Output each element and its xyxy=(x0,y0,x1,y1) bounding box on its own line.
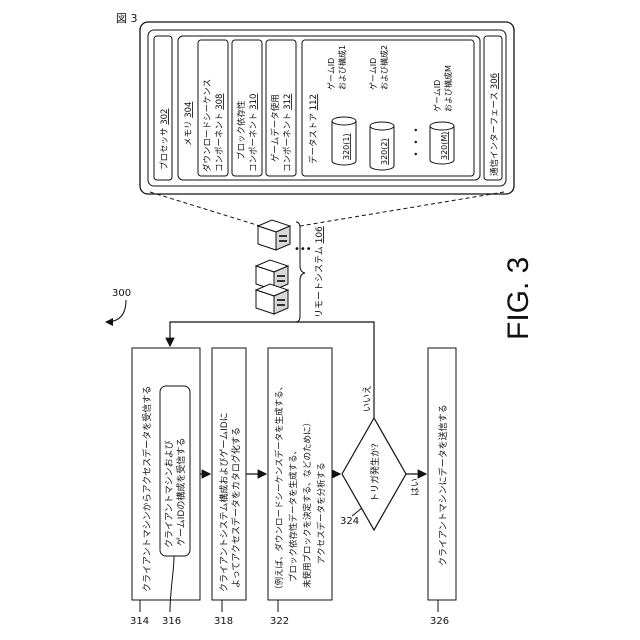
server-icon-3 xyxy=(256,284,288,314)
processor-label: プロセッサ 302 xyxy=(160,109,170,170)
no-branch-label: いいえ xyxy=(362,385,373,412)
callout-dashed-line-left xyxy=(150,192,260,226)
decision-324-leader xyxy=(352,508,362,516)
communication-interface-label: 通信インターフェース 306 xyxy=(489,73,500,176)
step-316-line2: ゲームIDの構成を受信する xyxy=(175,438,187,546)
memory-label: メモリ 304 xyxy=(184,102,194,146)
step-326-text: クライアントマシンにデータを送信する xyxy=(437,404,449,566)
game1-line1: ゲームID xyxy=(326,58,336,90)
game2-id: 320(2) xyxy=(380,138,389,165)
step-318-line1: クライアントシステム構成およびゲームIDに xyxy=(218,412,230,592)
remote-system-outer-box xyxy=(140,22,514,194)
step-314-ref: 314 xyxy=(130,616,149,627)
step-322-line3: 未使用ブロックを決定する、などのために） xyxy=(302,418,313,588)
fig-caption: FIG. 3 xyxy=(502,257,535,340)
step-318-ref: 318 xyxy=(214,616,233,627)
game1-line2: および構成1 xyxy=(337,45,347,90)
process-ref-300: 300 xyxy=(112,288,131,299)
step-322-ref: 322 xyxy=(270,616,289,627)
decision-324-ref: 324 xyxy=(340,516,359,527)
usage-component-line1: ゲームデータ使用 xyxy=(270,94,281,162)
game2-line2: および構成2 xyxy=(379,45,389,90)
step-326-ref: 326 xyxy=(430,616,449,627)
step-318-line2: よってアクセスデータをカタログ化する xyxy=(230,427,242,588)
remote-system-label: リモートシステム 106 xyxy=(314,226,325,318)
block-component-line2: コンポーネント 310 xyxy=(249,94,259,172)
usage-component-line2: コンポーネント 312 xyxy=(283,94,293,172)
remote-system-brace xyxy=(296,222,305,322)
step-316-ref: 316 xyxy=(162,616,181,627)
step-314-text: クライアントマシンからアクセスデータを受信する xyxy=(141,386,153,592)
process-ref-arrow xyxy=(106,300,126,322)
gameM-id: 320(M) xyxy=(440,132,449,160)
game2-line1: ゲームID xyxy=(368,58,378,90)
download-component-line1: ダウンロードシーケンス xyxy=(202,79,213,172)
block-component-line1: ブロック依存性 xyxy=(236,100,247,160)
datastore-label: データストア 112 xyxy=(308,94,319,164)
gameM-line2: および構成M xyxy=(443,65,453,112)
yes-branch-label: はい xyxy=(410,478,421,496)
decision-324-text: トリガ発生か? xyxy=(369,443,381,502)
download-component-line2: コンポーネント 308 xyxy=(215,94,225,172)
game1-id: 320(1) xyxy=(342,133,351,160)
step-316-line1: クライアントマシンおよび xyxy=(164,440,175,548)
step-322-line2: ブロック依存性データを生成する、 xyxy=(288,446,299,582)
step-322-line1: （例えば、ダウンロードシーケンスデータを生成する、 xyxy=(274,382,285,594)
figure-label: 図 3 xyxy=(116,12,138,25)
callout-dashed-line-right xyxy=(300,192,504,226)
games-ellipsis: ・・・ xyxy=(409,124,423,160)
servers-ellipsis: ••• xyxy=(294,244,312,255)
server-icon-1 xyxy=(258,220,290,250)
gameM-line1: ゲームID xyxy=(432,80,442,112)
step-322-line4: アクセスデータを分析する xyxy=(316,462,327,564)
